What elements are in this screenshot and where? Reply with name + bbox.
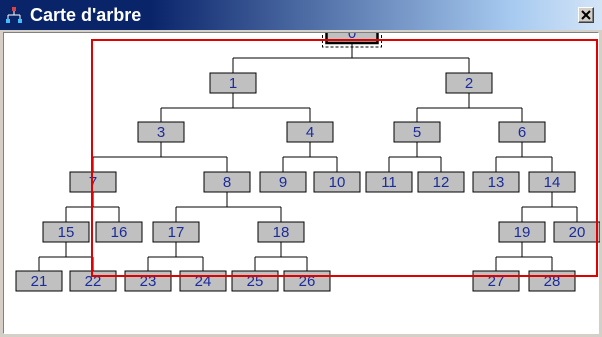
node-box	[472, 171, 520, 193]
node-box	[209, 72, 257, 94]
close-icon	[581, 10, 591, 20]
node-label: 24	[195, 273, 212, 290]
node-label: 21	[31, 273, 48, 290]
tree-node-6[interactable]: 6	[498, 121, 546, 143]
node-label: 9	[279, 174, 287, 191]
tree-node-17[interactable]: 17	[152, 221, 200, 243]
node-box	[393, 121, 441, 143]
window-title: Carte d'arbre	[30, 5, 142, 25]
node-box	[445, 72, 493, 94]
highlight-frame	[91, 39, 598, 277]
node-label: 14	[544, 174, 561, 191]
tree-node-14[interactable]: 14	[528, 171, 576, 193]
tree-node-28[interactable]: 28	[528, 270, 576, 292]
node-label: 13	[488, 174, 505, 191]
node-label: 6	[518, 124, 526, 141]
title-bar[interactable]: Carte d'arbre	[0, 0, 602, 30]
node-box	[417, 171, 465, 193]
tree-node-23[interactable]: 23	[124, 270, 172, 292]
tree-node-21[interactable]: 21	[15, 270, 63, 292]
node-box	[95, 221, 143, 243]
node-box	[325, 33, 379, 45]
node-label: 10	[329, 174, 346, 191]
node-box	[137, 121, 185, 143]
tree-node-27[interactable]: 27	[472, 270, 520, 292]
selection-focus-frame	[322, 33, 382, 48]
tree-node-9[interactable]: 9	[259, 171, 307, 193]
node-box	[313, 171, 361, 193]
tree-node-2[interactable]: 2	[445, 72, 493, 94]
node-label: 2	[465, 75, 473, 92]
tree-node-5[interactable]: 5	[393, 121, 441, 143]
node-label: 27	[488, 273, 505, 290]
node-label: 23	[140, 273, 157, 290]
close-button[interactable]	[578, 7, 594, 23]
tree-node-22[interactable]: 22	[69, 270, 117, 292]
node-box	[286, 121, 334, 143]
node-box	[553, 221, 600, 243]
node-label: 17	[168, 224, 185, 241]
node-label: 28	[544, 273, 561, 290]
tree-node-15[interactable]: 15	[42, 221, 90, 243]
node-label: 11	[381, 174, 397, 191]
node-label: 1	[229, 75, 237, 92]
node-label: 25	[247, 273, 264, 290]
tree-map-icon	[5, 6, 23, 29]
tree-node-26[interactable]: 26	[283, 270, 331, 292]
node-label: 19	[514, 224, 531, 241]
tree-node-8[interactable]: 8	[203, 171, 251, 193]
node-box	[259, 171, 307, 193]
tree-node-0[interactable]: 0	[322, 33, 382, 48]
node-box	[42, 221, 90, 243]
node-box	[498, 221, 546, 243]
tree-edges	[38, 43, 578, 271]
node-label: 5	[413, 124, 421, 141]
tree-node-4[interactable]: 4	[286, 121, 334, 143]
node-box	[203, 171, 251, 193]
node-label: 20	[569, 224, 586, 241]
node-label: 8	[223, 174, 231, 191]
tree-node-25[interactable]: 25	[231, 270, 279, 292]
tree-node-18[interactable]: 18	[257, 221, 305, 243]
tree-node-24[interactable]: 24	[179, 270, 227, 292]
tree-node-3[interactable]: 3	[137, 121, 185, 143]
node-label: 4	[306, 124, 314, 141]
tree-node-13[interactable]: 13	[472, 171, 520, 193]
tree-node-12[interactable]: 12	[417, 171, 465, 193]
node-box	[365, 171, 413, 193]
tree-node-16[interactable]: 16	[95, 221, 143, 243]
node-box	[152, 221, 200, 243]
node-label: 3	[157, 124, 165, 141]
node-box	[15, 270, 63, 292]
tree-node-19[interactable]: 19	[498, 221, 546, 243]
node-box	[257, 221, 305, 243]
node-label: 18	[273, 224, 290, 241]
tree-node-10[interactable]: 10	[313, 171, 361, 193]
node-label: 12	[433, 174, 450, 191]
node-label: 15	[58, 224, 75, 241]
node-label: 16	[111, 224, 128, 241]
node-box	[498, 121, 546, 143]
node-box	[528, 171, 576, 193]
node-label: 26	[299, 273, 316, 290]
tree-node-11[interactable]: 11	[365, 171, 413, 193]
tree-node-1[interactable]: 1	[209, 72, 257, 94]
node-label: 22	[85, 273, 102, 290]
tree-node-20[interactable]: 20	[553, 221, 600, 243]
node-label: 0	[348, 33, 356, 42]
